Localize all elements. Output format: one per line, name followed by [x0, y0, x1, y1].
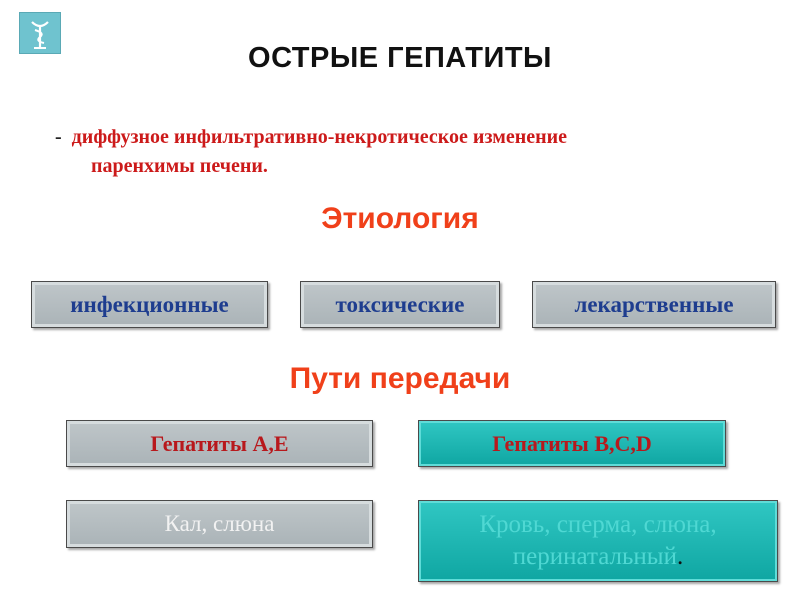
etiology-drug-label: лекарственные	[574, 291, 734, 317]
route-bcd-box: Кровь, сперма, слюна, перинатальный.	[418, 500, 778, 582]
etiology-infectious-label: инфекционные	[70, 291, 229, 317]
transmission-heading: Пути передачи	[289, 362, 511, 395]
hepatitis-ae-label: Гепатиты А,Е	[150, 430, 289, 456]
etiology-drug-box: лекарственные	[532, 281, 776, 328]
route-ae-box: Кал, слюна	[66, 500, 373, 548]
etiology-infectious-box: инфекционные	[31, 281, 268, 328]
definition-line-1: диффузное инфильтративно-некротическое и…	[71, 126, 568, 148]
route-bcd-line-2: перинатальный	[512, 543, 677, 570]
route-ae-text: Кал, слюна	[164, 511, 275, 536]
definition-line-2: паренхимы печени.	[91, 155, 268, 177]
route-bcd-period: .	[676, 543, 684, 570]
etiology-heading: Этиология	[321, 202, 479, 235]
route-bcd-line-1: Кровь, сперма, слюна,	[479, 511, 717, 538]
hepatitis-bcd-box: Гепатиты B,C,D	[418, 420, 726, 467]
etiology-toxic-box: токсические	[300, 281, 500, 328]
etiology-toxic-label: токсические	[335, 291, 465, 317]
hepatitis-bcd-label: Гепатиты B,C,D	[492, 430, 652, 456]
dash-marker: -	[55, 126, 62, 148]
page-title: ОСТРЫЕ ГЕПАТИТЫ	[248, 42, 552, 74]
route-bcd-text: Кровь, сперма, слюна, перинатальный.	[479, 509, 716, 573]
caduceus-icon	[19, 12, 61, 54]
definition-text: -диффузное инфильтративно-некротическое …	[55, 123, 775, 181]
hepatitis-ae-box: Гепатиты А,Е	[66, 420, 373, 467]
